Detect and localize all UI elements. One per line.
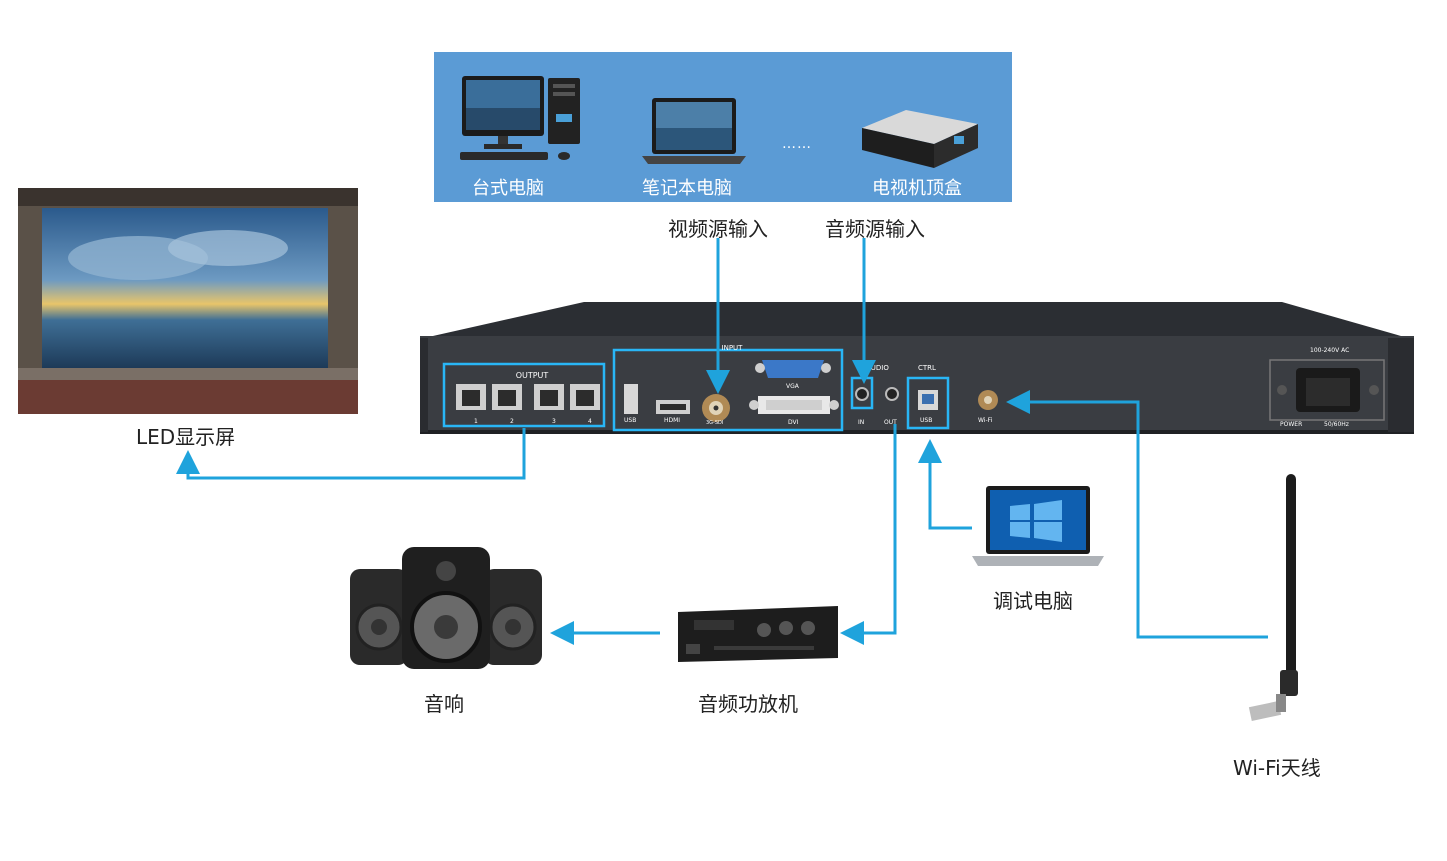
audio-input-label: 音频源输入: [825, 217, 925, 241]
vga-label: VGA: [786, 383, 800, 390]
output-port-label-1: 1: [474, 418, 478, 425]
desktop-computer-icon: [460, 76, 580, 160]
speaker-icon: [350, 547, 542, 669]
audio-out-jack: [885, 387, 899, 401]
input-group-highlight: [612, 348, 844, 432]
amplifier-icon: [678, 606, 838, 662]
source-label-settop: 电视机顶盒: [872, 178, 962, 199]
source-label-desktop: 台式电脑: [472, 178, 544, 199]
audio-out-line: [840, 424, 897, 645]
usb-input-label: USB: [624, 417, 636, 424]
audio-in-jack: [855, 387, 869, 401]
dvi-label: DVI: [788, 419, 799, 426]
led-display-label: LED显示屏: [136, 425, 236, 449]
power-label: POWER: [1280, 421, 1302, 428]
controller-rear-panel: OUTPUT 1 2 3 4 INPUT USB HDMI 3G-SDI VGA…: [420, 302, 1414, 434]
output-port-label-4: 4: [588, 418, 592, 425]
audio-in-label: IN: [858, 419, 864, 426]
vga-port: [762, 360, 824, 378]
wifi-port-label: Wi-Fi: [978, 417, 993, 424]
audio-title: AUDIO: [866, 364, 889, 372]
hdmi-label: HDMI: [664, 417, 680, 424]
audio-out-label: OUT: [884, 419, 897, 426]
led-output-line: [176, 428, 526, 480]
freq-label: 50/60Hz: [1324, 421, 1349, 428]
ctrl-usb-highlight: [906, 376, 950, 430]
output-group-highlight: [442, 362, 606, 428]
usb-input-port: [624, 384, 638, 414]
debug-pc-label: 调试电脑: [993, 589, 1073, 613]
ctrl-title: CTRL: [918, 364, 936, 372]
output-title: OUTPUT: [516, 371, 549, 380]
output-port-label-2: 2: [510, 418, 514, 425]
speaker-label: 音响: [424, 692, 464, 716]
video-input-label: 视频源输入: [668, 217, 768, 241]
wifi-antenna-icon: [1248, 474, 1298, 721]
led-display-image: [18, 188, 358, 414]
set-top-box-icon: [862, 110, 978, 168]
laptop-icon: [642, 98, 746, 164]
output-port-label-3: 3: [552, 418, 556, 425]
amplifier-label: 音频功放机: [698, 692, 798, 716]
input-title: INPUT: [722, 344, 744, 352]
output-ports: [456, 384, 600, 410]
wifi-antenna-label: Wi-Fi天线: [1233, 756, 1321, 780]
more-sources-ellipsis: ……: [782, 136, 812, 152]
source-label-laptop: 笔记本电脑: [642, 178, 732, 199]
video-source-panel: 台式电脑 笔记本电脑 …… 电视机顶盒: [434, 52, 1012, 202]
bnc-label: 3G-SDI: [706, 420, 723, 426]
debug-laptop-icon: [972, 486, 1104, 566]
power-spec-label: 100-240V AC: [1310, 347, 1349, 354]
wifi-antenna-line: [1006, 390, 1268, 639]
debug-pc-line: [918, 439, 972, 530]
ctrl-usb-label: USB: [920, 417, 932, 424]
